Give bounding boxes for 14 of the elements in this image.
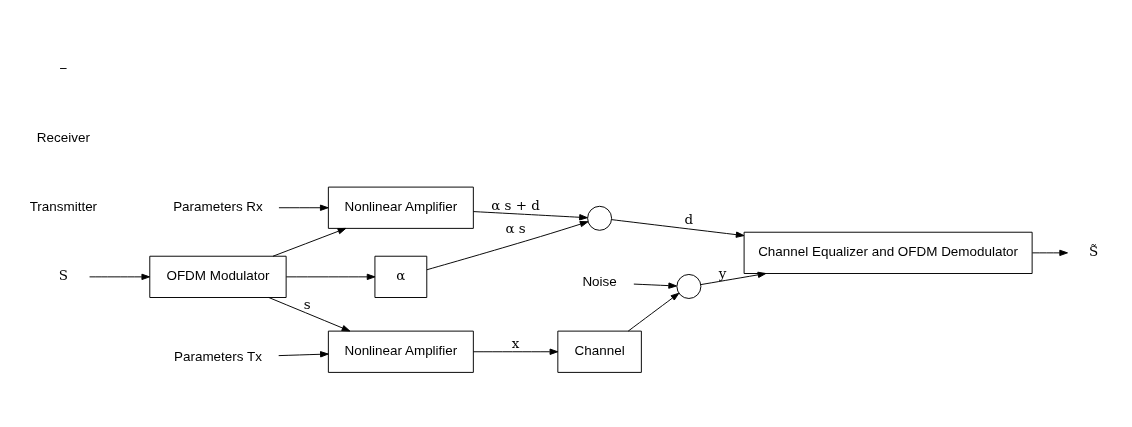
edge-label: α s (505, 220, 526, 236)
node-text: Parameters Rx (173, 199, 263, 215)
edge-label: α s + d (491, 197, 540, 213)
label: − (59, 61, 68, 77)
node-text: S̃ (1088, 244, 1099, 260)
label: Transmitter (29, 199, 98, 215)
node-text: S (58, 268, 68, 284)
node-text: Noise (582, 274, 617, 290)
edge-label: d (684, 212, 694, 228)
edge-label: s (303, 296, 311, 312)
edge-label: y (718, 266, 727, 282)
node-text: Parameters Tx (174, 349, 262, 365)
edge-label: x (511, 336, 520, 352)
label: Receiver (36, 130, 90, 146)
